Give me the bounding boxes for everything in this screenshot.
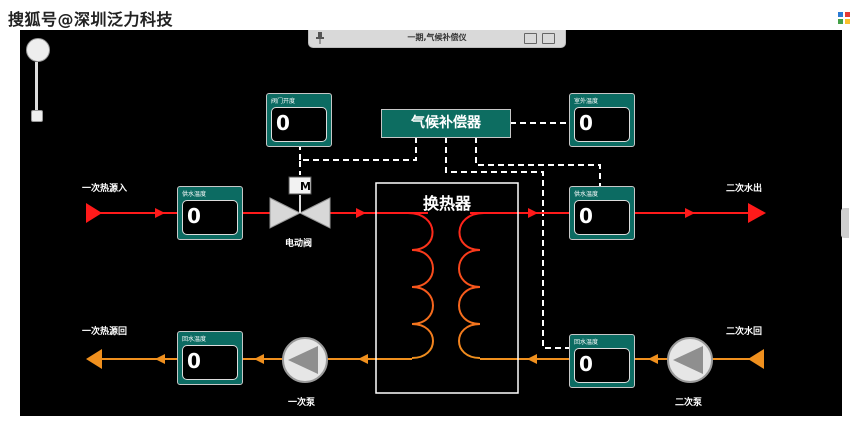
secondary-return-temp-panel[interactable]: 回水温度 0 — [569, 334, 635, 388]
panel-value: 0 — [579, 352, 593, 376]
panel-value-box: 0 — [182, 200, 238, 235]
climate-compensator-block[interactable]: 气候补偿器 — [381, 109, 511, 138]
primary-coil — [407, 212, 434, 359]
window-title: 一期,气候补偿仪 — [407, 33, 467, 42]
panel-value: 0 — [187, 349, 201, 373]
primary-return-label: 一次热源回 — [82, 327, 128, 337]
panel-value-box: 0 — [574, 348, 630, 383]
outdoor-temp-panel[interactable]: 室外温度 0 — [569, 93, 635, 147]
pump-1-icon — [282, 337, 328, 383]
panel-value: 0 — [579, 204, 593, 228]
panel-label: 回水温度 — [574, 339, 599, 346]
grid-icon[interactable] — [838, 12, 850, 24]
pan-control-icon[interactable] — [26, 38, 50, 62]
heat-exchanger-label: 换热器 — [422, 194, 471, 213]
valve-badge: M — [300, 180, 311, 193]
window-icon[interactable] — [542, 33, 555, 44]
pump-2-icon — [667, 337, 713, 383]
primary-return-pipe — [86, 349, 412, 369]
panel-label: 回水温度 — [182, 336, 207, 343]
panel-value: 0 — [579, 111, 593, 135]
window-toolbar: 一期,气候补偿仪 — [308, 30, 566, 48]
panel-value-box: 0 — [271, 107, 327, 142]
secondary-outlet-label: 二次水出 — [726, 184, 763, 194]
pump-2-label: 二次泵 — [675, 398, 703, 408]
panel-value: 0 — [276, 111, 290, 135]
screenshot-icon[interactable] — [524, 33, 537, 44]
panel-label: 室外温度 — [574, 98, 599, 105]
panel-label: 阀门开度 — [271, 98, 296, 105]
valve-label: 电动阀 — [285, 239, 313, 249]
primary-return-temp-panel[interactable]: 回水温度 0 — [177, 331, 243, 385]
panel-value-box: 0 — [574, 200, 630, 235]
panel-value-box: 0 — [182, 345, 238, 380]
signal-lines — [299, 122, 601, 349]
panel-label: 供水温度 — [182, 191, 207, 198]
secondary-return-label: 二次水回 — [726, 327, 763, 337]
pin-icon[interactable] — [315, 32, 325, 44]
side-panel-handle[interactable] — [841, 208, 849, 238]
primary-inlet-label: 一次热源入 — [82, 184, 128, 194]
valve-icon — [269, 176, 331, 229]
panel-label: 供水温度 — [574, 191, 599, 198]
panel-value: 0 — [187, 204, 201, 228]
zoom-slider-knob[interactable] — [31, 110, 43, 122]
panel-value-box: 0 — [574, 107, 630, 142]
pump-1-label: 一次泵 — [288, 398, 316, 408]
heat-exchanger-frame — [375, 182, 519, 394]
watermark: 搜狐号@深圳泛力科技 — [8, 10, 174, 29]
primary-supply-temp-panel[interactable]: 供水温度 0 — [177, 186, 243, 240]
zoom-slider-icon[interactable] — [35, 62, 38, 120]
valve-opening-panel[interactable]: 阀门开度 0 — [266, 93, 332, 147]
secondary-coil — [458, 212, 485, 359]
secondary-supply-temp-panel[interactable]: 供水温度 0 — [569, 186, 635, 240]
